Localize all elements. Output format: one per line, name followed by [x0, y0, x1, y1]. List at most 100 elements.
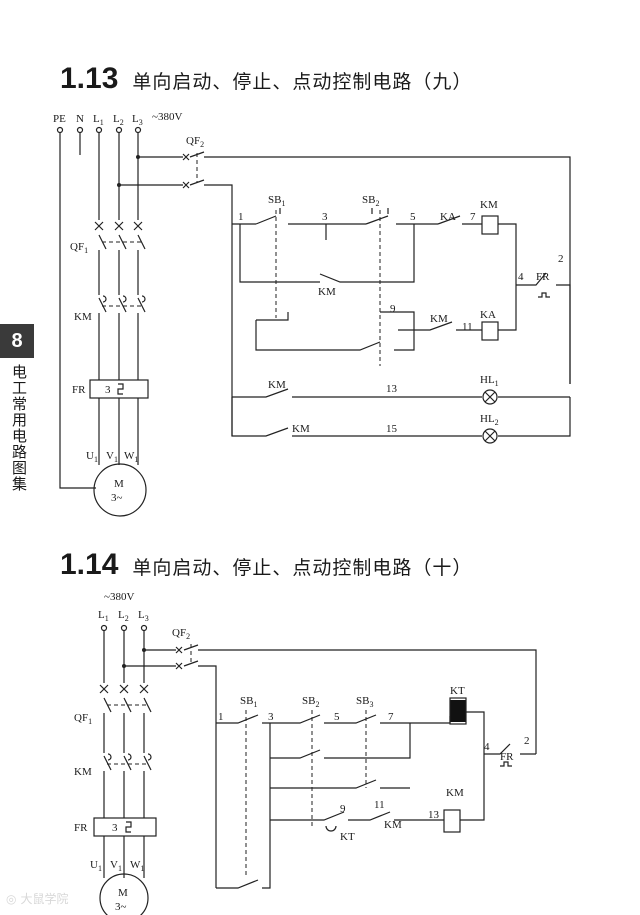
phase-wires-top [98, 133, 139, 220]
node-13-2: 13 [428, 809, 440, 821]
pe-label: PE [53, 113, 66, 125]
phase-wires-motor [98, 398, 139, 465]
motor-symbol-2 [99, 873, 149, 915]
pe-wire [59, 133, 96, 489]
kt-return [466, 711, 485, 754]
hl1-lamp [482, 389, 498, 405]
node-2: 2 [558, 253, 564, 265]
fr-control-contact-2 [484, 743, 536, 755]
w1-label: W1 [124, 450, 138, 464]
phase-wires-low-2 [103, 771, 145, 818]
sb1-label: SB1 [268, 194, 285, 208]
hl2-lamp [482, 428, 498, 444]
kt-coil [450, 700, 466, 722]
hl2-rung [231, 397, 571, 437]
section-2-title: 单向启动、停止、点动控制电路（十） [132, 557, 473, 579]
fr-number-2: 3 [112, 822, 118, 834]
km-coil-label-2: KM [446, 787, 464, 799]
ka-coil-label: KA [480, 309, 496, 321]
km-main-contacts [98, 295, 146, 313]
v1-label-2: V1 [110, 859, 122, 873]
qf1-breaker-2 [99, 684, 152, 713]
fr-heater-symbol [538, 292, 550, 298]
node-3: 3 [322, 211, 328, 223]
km-main-label: KM [74, 311, 92, 323]
motor-label-2: M [118, 887, 128, 899]
l1-label-2: L1 [98, 609, 109, 623]
motor-symbol [93, 463, 147, 517]
chapter-title: 电工常用电路图集 [10, 364, 28, 492]
hl1-rung [232, 388, 570, 398]
parallel-branches-2 [269, 723, 444, 821]
hl1-label: HL1 [480, 374, 499, 388]
fr-number: 3 [105, 384, 111, 396]
km-hl2-label: KM [292, 423, 310, 435]
circuit-diagram-2: ~380V L1 L2 L3 QF1 KM 3 FR U1 V1 W1 M 3~… [74, 591, 537, 915]
u1-label: U1 [86, 450, 98, 464]
node-9-2: 9 [340, 803, 346, 815]
qf1-label: QF1 [70, 241, 88, 255]
node-9: 9 [390, 303, 396, 315]
l2-label: L2 [113, 113, 124, 127]
fr-label-2: FR [74, 822, 88, 834]
km-aux1-label: KM [318, 286, 336, 298]
node-15: 15 [386, 423, 398, 435]
button-linkages [275, 210, 381, 366]
fr-control-label: FR [536, 271, 550, 283]
kt-coil-label: KT [450, 685, 465, 697]
voltage-label: ~380V [152, 111, 182, 123]
v1-label: V1 [106, 450, 118, 464]
qf1-label-2: QF1 [74, 712, 92, 726]
ka-contact-label: KA [440, 211, 456, 223]
node-4-2: 4 [484, 741, 490, 753]
ka-coil-return [498, 285, 517, 331]
kt-contact-label: KT [340, 831, 355, 843]
km-holding-branch [239, 224, 415, 283]
motor-phase: 3~ [111, 492, 123, 504]
km-coil-2 [443, 809, 461, 833]
sb3-label-2: SB3 [356, 695, 373, 709]
hl2-lamp-cross [484, 430, 496, 442]
phase-wires-motor-2 [103, 836, 145, 878]
section-2-heading: 1.14 单向启动、停止、点动控制电路（十） [60, 548, 472, 582]
watermark: ◎ 大鼠学院 [6, 890, 69, 907]
node-1: 1 [238, 211, 244, 223]
phase-wires-top-2 [103, 631, 145, 683]
ka-coil [481, 321, 499, 341]
phase-wires-mid-2 [103, 713, 145, 753]
sb2-label: SB2 [362, 194, 379, 208]
node-11: 11 [462, 321, 473, 333]
n-label: N [76, 113, 84, 125]
motor-phase-2: 3~ [115, 901, 127, 913]
node-5: 5 [410, 211, 416, 223]
jog-branch [255, 311, 482, 351]
qf2-label: QF2 [186, 135, 204, 149]
km-hl1-label: KM [268, 379, 286, 391]
l1-label: L1 [93, 113, 104, 127]
fr-heater-symbol-2 [500, 761, 512, 767]
watermark-icon: ◎ [6, 891, 17, 906]
sb2-label-2: SB2 [302, 695, 319, 709]
section-1-heading: 1.13 单向启动、停止、点动控制电路（九） [60, 62, 472, 96]
hl1-lamp-cross [484, 391, 496, 403]
phase-wires-low [98, 313, 139, 380]
section-2-number: 1.14 [60, 548, 119, 581]
node-5-2: 5 [334, 711, 340, 723]
supply-terminals-2 [100, 624, 148, 632]
voltage-label-2: ~380V [104, 591, 134, 603]
fr-return [556, 284, 571, 384]
button-linkages-2 [245, 710, 367, 878]
l2-label-2: L2 [118, 609, 129, 623]
kt-timed-contact-arc [325, 825, 337, 832]
km-coil-return-2 [460, 754, 485, 821]
fr-control-label-2: FR [500, 751, 514, 763]
supply-terminals [56, 126, 142, 134]
node-3-2: 3 [268, 711, 274, 723]
node-11-2: 11 [374, 799, 385, 811]
fr-thermal-relay [89, 379, 149, 399]
qf2-breaker-2 [122, 644, 537, 888]
phase-wires-mid [98, 250, 139, 295]
node-13: 13 [386, 383, 398, 395]
circuit-diagram-1: PE N L1 L2 L3 ~380V QF1 KM 3 FR U1 V1 W1… [53, 111, 571, 517]
qf2-breaker [117, 151, 571, 436]
